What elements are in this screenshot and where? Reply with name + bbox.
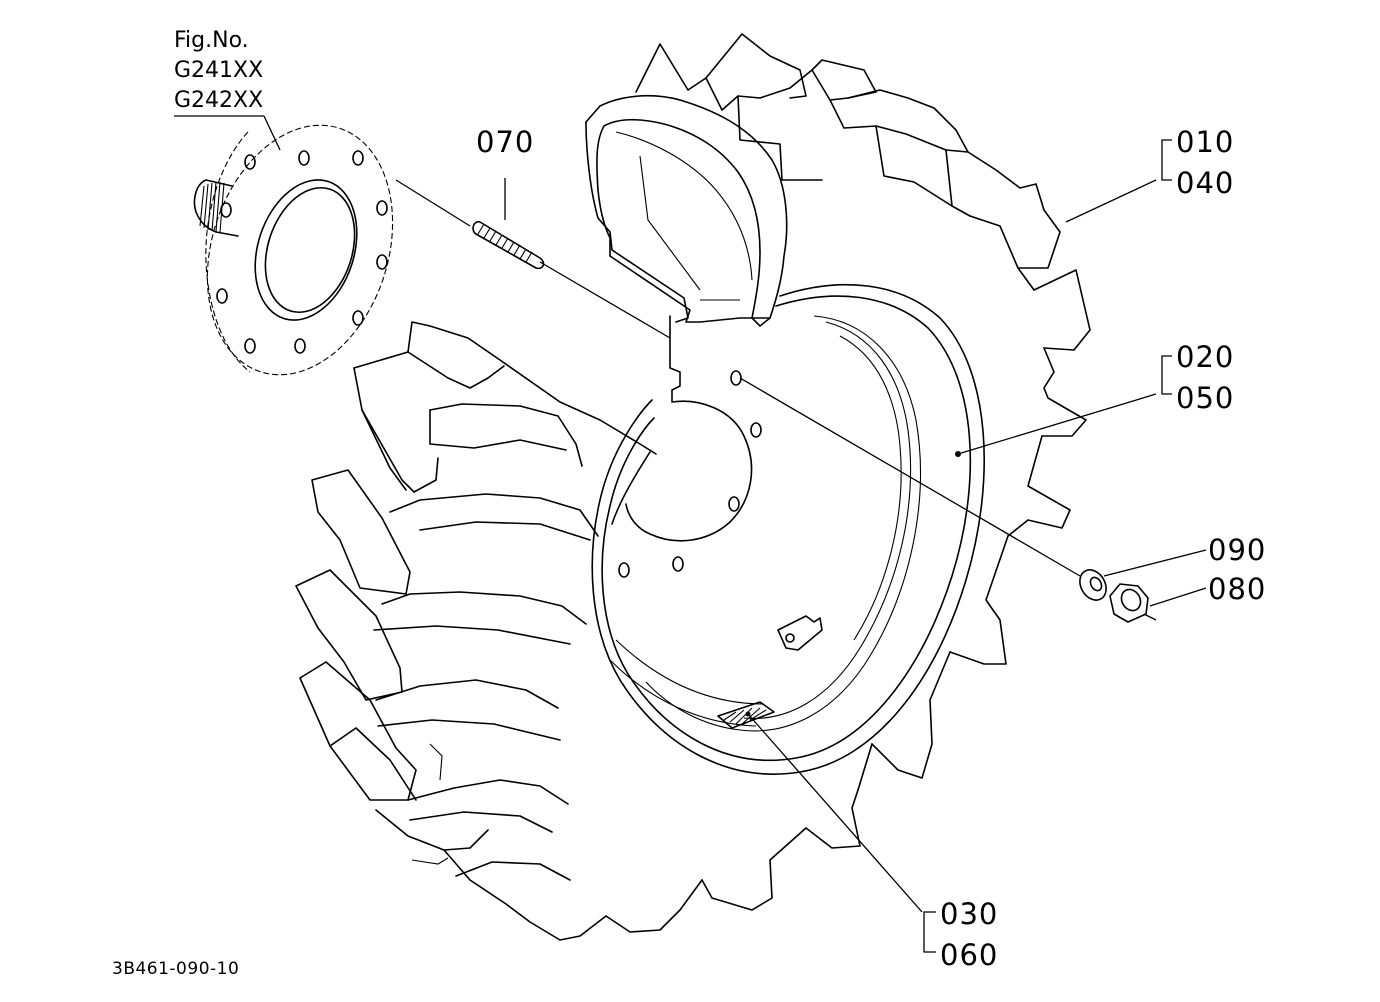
callout-080: 080: [1208, 572, 1266, 606]
callout-020: 020: [1176, 340, 1234, 374]
washer-icon: [1079, 569, 1107, 601]
callout-030: 030: [940, 897, 998, 931]
wheel-stud-icon: [472, 220, 545, 270]
fig-no-label: Fig.No.: [174, 28, 249, 53]
valve-icon: [777, 615, 823, 651]
rim-icon: [591, 283, 985, 775]
callout-070: 070: [476, 125, 534, 159]
callout-090: 090: [1208, 533, 1266, 567]
callout-050: 050: [1176, 381, 1234, 415]
callout-040: 040: [1176, 166, 1234, 200]
callout-010: 010: [1176, 125, 1234, 159]
tire-icon: [295, 33, 1091, 941]
drawing-code: 3B461-090-10: [112, 959, 239, 979]
hex-nut-icon: [1109, 583, 1149, 623]
decal-icon: [717, 701, 775, 729]
fig-number-2: G242XX: [174, 88, 263, 113]
callout-leaders: [174, 115, 1207, 953]
axle-hub-flange-icon: [193, 124, 394, 376]
callout-060: 060: [940, 938, 998, 972]
fig-number-1: G241XX: [174, 58, 263, 83]
